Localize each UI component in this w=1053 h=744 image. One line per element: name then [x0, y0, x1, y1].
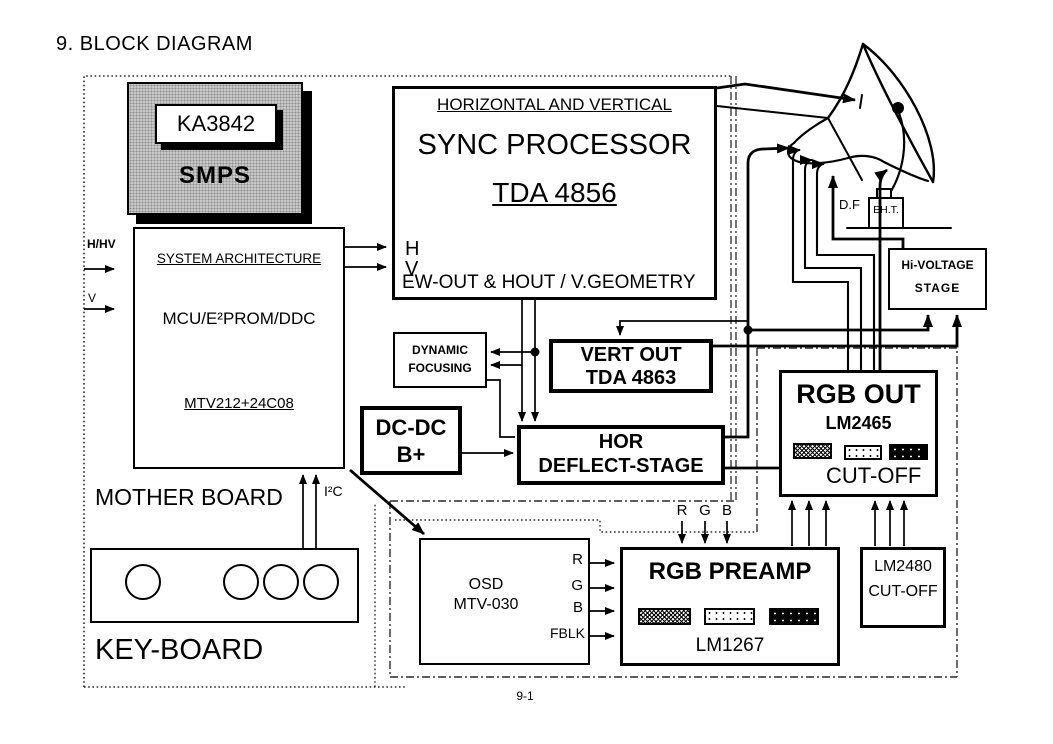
- rgb-preamp-title: RGB PREAMP: [648, 558, 812, 585]
- osd-line1: OSD: [468, 576, 504, 593]
- dynamic-focusing-line2: FOCUSING: [408, 361, 472, 375]
- sync-chip: TDA 4856: [492, 177, 617, 208]
- smps-chip-box: KA3842: [155, 104, 277, 144]
- input-label-hhv: H/HV: [87, 237, 116, 251]
- hor-deflect-block: HOR DEFLECT-STAGE: [517, 425, 725, 485]
- rgb-input-label-g: G: [699, 502, 711, 519]
- smps-block: KA3842 SMPS: [127, 82, 303, 215]
- keyboard-button: [223, 564, 259, 600]
- eht-box: [868, 197, 904, 229]
- osd-block: OSD MTV-030 R G B FBLK: [419, 538, 590, 665]
- keyboard-button: [263, 564, 299, 600]
- hor-deflect-line1: HOR: [598, 431, 644, 453]
- dc-dc-line2: B+: [396, 442, 426, 467]
- wire-hor-to-funnel: [725, 168, 888, 470]
- power-wires: [349, 82, 962, 536]
- rgb-out-block: RGB OUT LM2465 CUT-OFF: [779, 370, 938, 497]
- swatch-b-solid: [769, 608, 819, 625]
- sync-processor-block: HORIZONTAL AND VERTICAL SYNC PROCESSOR T…: [392, 86, 717, 300]
- wire-to-vert-out: [616, 320, 748, 336]
- sync-pin-v: V: [405, 258, 419, 280]
- osd-line2: MTV-030: [453, 596, 519, 613]
- input-label-v: V: [88, 291, 97, 305]
- cathode-wires: [787, 145, 876, 370]
- osd-pin-r: R: [572, 551, 583, 568]
- keyboard-button: [125, 564, 161, 600]
- osd-pin-g: G: [571, 577, 583, 594]
- eht-wire: [886, 111, 906, 198]
- wire-df: [828, 175, 905, 248]
- sysarch-heading: SYSTEM ARCHITECTURE: [156, 251, 322, 266]
- vert-out-block: VERT OUT TDA 4863: [549, 339, 713, 393]
- sync-pin-h: H: [405, 238, 420, 260]
- page-number: 9-1: [516, 689, 534, 703]
- junction-dot-2: [743, 325, 753, 335]
- section-borders: [83, 75, 958, 688]
- lm2480-block: LM2480 CUT-OFF: [860, 547, 946, 628]
- hor-deflect-line2: DEFLECT-STAGE: [538, 455, 704, 477]
- dynamic-focusing-line1: DYNAMIC: [412, 343, 468, 357]
- sync-heading: HORIZONTAL AND VERTICAL: [437, 95, 672, 114]
- sysarch-mcu: MCU/E²PROM/DDC: [162, 309, 316, 328]
- rgb-preamp-chip: LM1267: [695, 635, 765, 656]
- vert-out-line2: TDA 4863: [585, 367, 677, 389]
- wire-hor-to-yoke: [725, 143, 790, 439]
- swatch-r-hatched: [793, 443, 832, 459]
- crt-tube-sketch: [716, 42, 952, 229]
- sync-title: SYNC PROCESSOR: [417, 129, 692, 161]
- dc-dc-block: DC-DC B+: [360, 406, 462, 475]
- motherboard-label: MOTHER BOARD: [95, 484, 283, 510]
- rgb-preamp-block: RGB PREAMP LM1267: [620, 547, 840, 666]
- sync-bottom-label: EW-OUT & HOUT / V.GEOMETRY: [402, 272, 696, 293]
- system-architecture-block: SYSTEM ARCHITECTURE MCU/E²PROM/DDC MTV21…: [133, 227, 345, 469]
- rgb-out-title: RGB OUT: [796, 379, 921, 409]
- signal-wires: [84, 243, 908, 640]
- swatch-r-hatched: [638, 608, 691, 625]
- wire-df-to-hor: [487, 379, 515, 438]
- hi-voltage-line1: Hi-VOLTAGE: [901, 258, 974, 272]
- hi-voltage-block: Hi-VOLTAGE STAGE: [888, 248, 987, 310]
- crt-anode-dot: [892, 102, 904, 114]
- wire-sync-to-crt: [716, 82, 856, 104]
- rgb-input-label-r: R: [676, 502, 688, 519]
- keyboard-block: [90, 548, 359, 623]
- dc-dc-line1: DC-DC: [375, 415, 447, 440]
- keyboard-button: [303, 564, 339, 600]
- rgb-input-label-b: B: [721, 502, 732, 519]
- rgb-out-cutoff: CUT-OFF: [826, 463, 922, 488]
- page-title: 9. BLOCK DIAGRAM: [56, 33, 253, 55]
- swatch-g-dotted: [844, 445, 882, 460]
- osd-pin-b: B: [572, 599, 583, 616]
- wire-vert-to-hivolt: [713, 314, 962, 348]
- swatch-g-dotted: [704, 608, 755, 625]
- lm2480-chip: LM2480: [874, 558, 932, 575]
- wire-arch-to-osd: [349, 468, 425, 536]
- lm2480-cutoff: CUT-OFF: [868, 583, 938, 600]
- wire-to-hivolt-1: [748, 314, 933, 332]
- hi-voltage-line2: STAGE: [914, 281, 961, 295]
- df-label: D.F: [839, 197, 860, 212]
- smps-label: SMPS: [178, 162, 251, 189]
- junction-dot-1: [530, 347, 540, 357]
- dynamic-focusing-block: DYNAMIC FOCUSING: [393, 332, 487, 388]
- vert-out-line1: VERT OUT: [580, 344, 682, 366]
- osd-pin-fblk: FBLK: [549, 625, 585, 641]
- eht-label: EH.T.: [873, 204, 899, 216]
- rgb-out-chip: LM2465: [825, 413, 892, 433]
- swatch-b-solid: [889, 444, 928, 460]
- sysarch-chip: MTV212+24C08: [184, 395, 294, 412]
- i2c-label: I²C: [324, 483, 343, 499]
- keyboard-label: KEY-BOARD: [95, 634, 264, 666]
